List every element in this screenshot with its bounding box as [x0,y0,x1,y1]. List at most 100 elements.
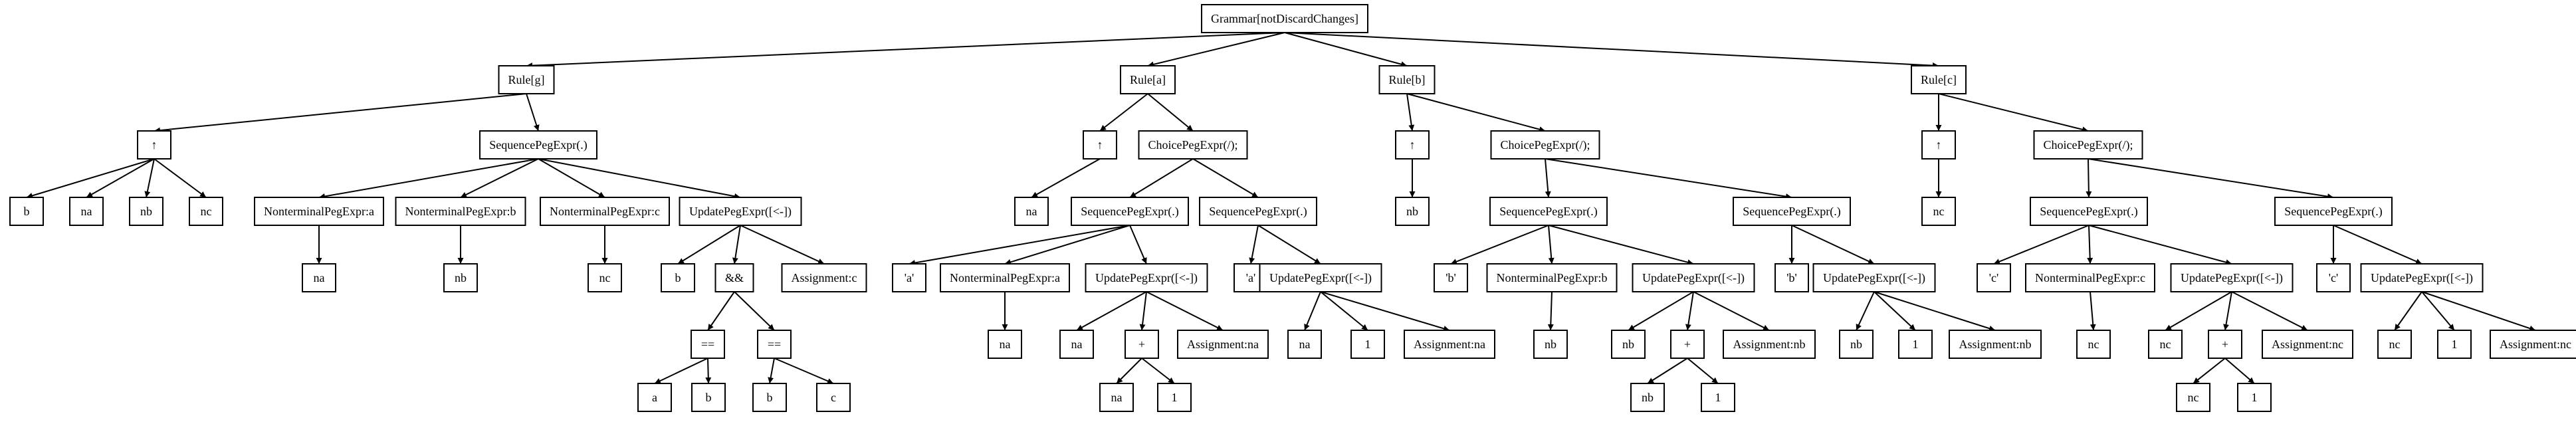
node-label: 'a' [905,271,914,284]
node-label: 'a' [1246,271,1255,284]
node-nonterminalpegexpr-b: NonterminalPegExpr:b [1486,263,1618,292]
edge-a_seq2-to-a_s2_upd [1257,225,1321,264]
node-box [2176,383,2210,412]
node-box [1083,130,1117,159]
node-plus: + [2208,330,2242,359]
node-label: ChoicePegExpr(/); [1148,138,1238,152]
node-label: nc [1933,205,1945,218]
node-label: NonterminalPegExpr:c [550,205,660,218]
node-box [1350,330,1385,359]
node-label: na [1000,338,1011,351]
node-box [9,197,44,226]
node-box [1199,197,1317,226]
node-sequencepegexpr: SequencePegExpr(.) [1199,197,1317,226]
edge-ra-to-a_up [1099,93,1148,132]
node-assignment-nc: Assignment:nc [2490,330,2576,359]
node-box [2262,330,2353,359]
node-sequencepegexpr: SequencePegExpr(.) [1071,197,1189,226]
node-box [691,330,725,359]
edge-root-to-rb [1284,32,1408,67]
node-label: UpdatePegExpr([<-]) [2181,271,2283,285]
node-label: && [725,271,744,284]
edge-root-to-ra [1147,32,1285,68]
node-box [302,263,336,292]
node-rule-b: Rule[b] [1378,65,1436,94]
node-box [1489,197,1608,226]
node-label: a [652,391,657,404]
edge-g_up-to-g_nc [154,158,207,198]
node-box [1259,263,1382,292]
edge-rb-to-b_ch [1406,93,1546,133]
node-na: na [302,263,336,292]
node-label: 1 [1172,391,1178,404]
node-box [752,383,787,412]
node-box [1921,130,1956,159]
node-label: Assignment:na [1414,338,1485,351]
node-choicepegexpr: ChoicePegExpr(/); [1490,130,1600,159]
node-na: na [1059,330,1094,359]
node-a: 'a' [1234,263,1268,292]
node-label: c [831,391,836,404]
edge-c_ch-to-c_seq1 [2086,158,2092,198]
node-box [129,197,163,226]
node-box [540,197,670,226]
node-box [1434,263,1468,292]
node-box [2030,197,2148,226]
node-nb: nb [1533,330,1568,359]
node-label: Rule[a] [1130,73,1166,86]
node-label: NonterminalPegExpr:a [950,271,1060,284]
node-box [2076,330,2111,359]
node-label: na [1299,338,1311,351]
node-up-arrow: ↑ [1921,130,1956,159]
node-label: + [1684,338,1691,351]
node-box [1059,330,1094,359]
edge-c_s1_upd-to-c_s1_upd_nc [2165,291,2232,331]
node-label: b [767,391,773,404]
edge-g_up-to-g_b [26,158,155,199]
node-box [781,263,867,292]
node-updatepegexpr: UpdatePegExpr([<-]) [1259,263,1382,292]
node-up-arrow: ↑ [1083,130,1117,159]
node-box [2437,330,2472,359]
edge-a_seq1-to-a_s1_upd [1129,225,1147,264]
tree-edges [26,32,2536,384]
node-nc: nc [2148,330,2183,359]
edge-c_seq1-to-c_s1_lit [1993,225,2090,264]
node-label: ↑ [1410,138,1416,152]
node-box [395,197,526,226]
node-grammar-notdiscardchanges: Grammar[notDiscardChanges] [1201,4,1368,33]
node-label: na [314,271,325,284]
node-label: Rule[b] [1389,73,1426,86]
node-label: NonterminalPegExpr:c [2035,271,2145,284]
node-box [2170,263,2294,292]
node-label: 1 [1715,391,1721,404]
node-box [189,197,223,226]
node-box [2490,330,2576,359]
edge-a_ch-to-a_seq2 [1192,158,1259,198]
edge-g_eq1-to-g_eq1_a [654,358,708,384]
edge-b_s2_upd-to-b_s2_upd_nb [1856,291,1875,331]
node-c: 'c' [2316,263,2351,292]
node-box [1921,197,1956,226]
node-label: na [81,205,92,218]
edge-b_ch-to-b_seq1 [1545,158,1551,198]
node-label: ↑ [1936,138,1942,152]
node-nonterminalpegexpr-b: NonterminalPegExpr:b [395,197,526,226]
node-logical-and: && [714,263,754,292]
edge-a_s2_upd-to-a_s2_upd_na [1304,291,1321,331]
edge-b_seq2-to-b_s2_upd [1791,225,1875,264]
edge-b_s1_plus-to-b_s1_plus_1 [1687,358,1719,384]
edge-c_ch-to-c_seq2 [2088,158,2334,200]
node-equals: == [691,330,725,359]
node-choicepegexpr: ChoicePegExpr(/); [2033,130,2143,159]
node-updatepegexpr: UpdatePegExpr([<-]) [679,197,802,226]
edge-root-to-rg [526,32,1285,69]
node-b: b [752,383,787,412]
node-1: 1 [2237,383,2272,412]
node-label: Assignment:na [1187,338,1259,351]
node-label: nb [1850,338,1862,351]
node-box [1490,130,1600,159]
node-label: == [701,338,714,351]
node-label: nb [140,205,152,218]
node-label: 'c' [1989,271,1998,284]
